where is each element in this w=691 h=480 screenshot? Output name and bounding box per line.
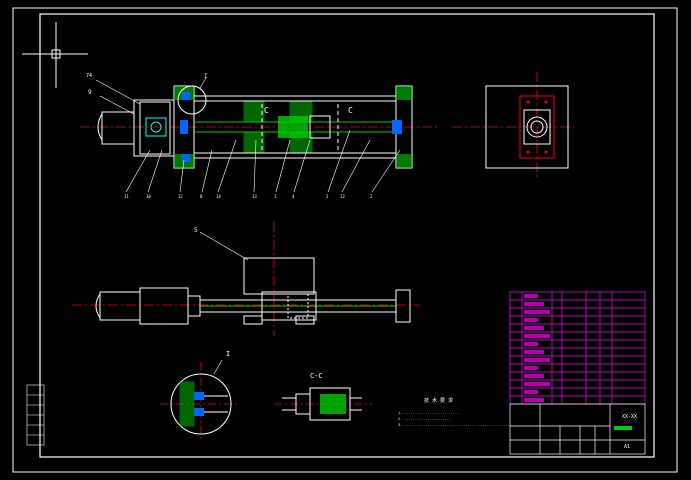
label-detail-ref: I — [204, 73, 208, 80]
bom-table — [509, 291, 646, 405]
detail-view-i — [160, 359, 240, 440]
part-number-label: 13 — [252, 194, 257, 199]
part-number-label: 12 — [340, 194, 345, 199]
section-view-cc — [274, 387, 372, 421]
part-number-label: 4 — [292, 194, 295, 199]
label-section-cc: C-C — [310, 372, 323, 380]
label-mid-view: 5 — [194, 227, 198, 234]
part-number-label: 8 — [200, 194, 203, 199]
part-number-label: 12 — [178, 194, 183, 199]
part-number-label: 1 — [274, 194, 277, 199]
inner-border — [39, 13, 655, 458]
part-number-label: 2 — [370, 194, 373, 199]
outer-border — [12, 7, 678, 473]
label-section-c-right: C — [348, 106, 353, 115]
end-view — [452, 72, 574, 180]
label-detail-view: I — [226, 350, 230, 358]
drawing-number: XX-XX — [622, 414, 637, 420]
label-part-74: 74 — [86, 73, 92, 79]
part-number-label: 14 — [216, 194, 221, 199]
title-block — [509, 403, 646, 455]
label-part-9: 9 — [88, 89, 92, 96]
ucs-crosshair-icon — [22, 22, 88, 88]
note-line-2: 2. ...................... — [398, 417, 451, 421]
note-line-3: 3. .....................................… — [398, 423, 520, 427]
label-section-c-left: C — [264, 106, 269, 115]
top-assembly-view — [80, 77, 440, 193]
part-number-label: 10 — [146, 194, 151, 199]
side-stamp-block — [26, 384, 45, 446]
note-line-1: 1. .......................... — [398, 411, 459, 415]
sheet-size: A1 — [624, 444, 630, 450]
part-number-label: 3 — [326, 194, 329, 199]
part-number-label: 11 — [124, 194, 129, 199]
middle-assembly-view — [72, 222, 420, 336]
notes-title: 技 术 要 求 — [424, 397, 453, 404]
